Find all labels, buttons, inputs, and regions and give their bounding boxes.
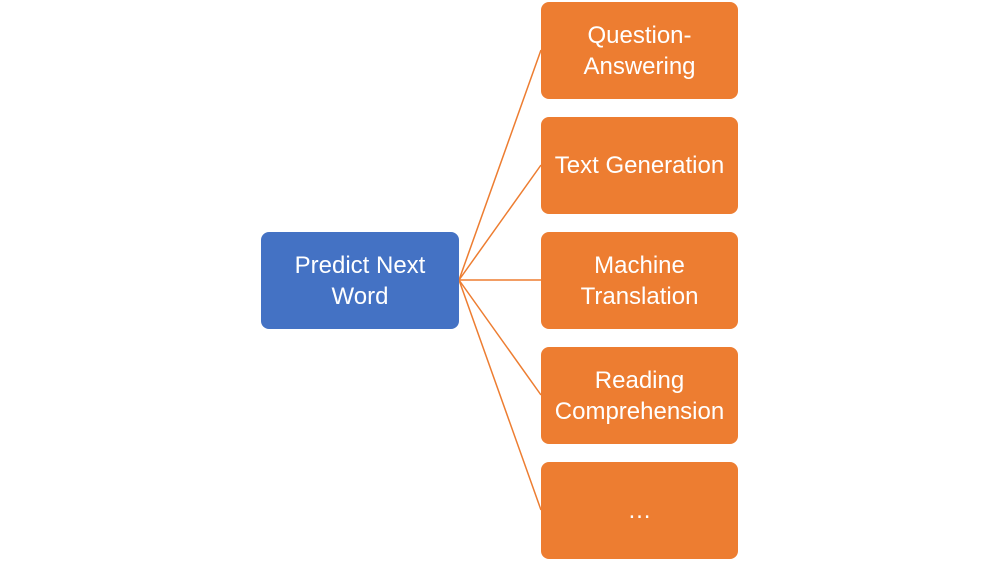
predict-next-word-node: Predict Next Word — [261, 232, 459, 329]
connector-line-text-generation — [458, 164, 542, 281]
connector-line-ellipsis — [458, 279, 542, 511]
question-answering-node: Question- Answering — [541, 2, 738, 99]
reading-comprehension-node: Reading Comprehension — [541, 347, 738, 444]
text-generation-node: Text Generation — [541, 117, 738, 214]
connector-line-question-answering — [458, 49, 542, 281]
connector-line-reading-comprehension — [458, 279, 542, 396]
ellipsis-node: … — [541, 462, 738, 559]
machine-translation-node: Machine Translation — [541, 232, 738, 329]
